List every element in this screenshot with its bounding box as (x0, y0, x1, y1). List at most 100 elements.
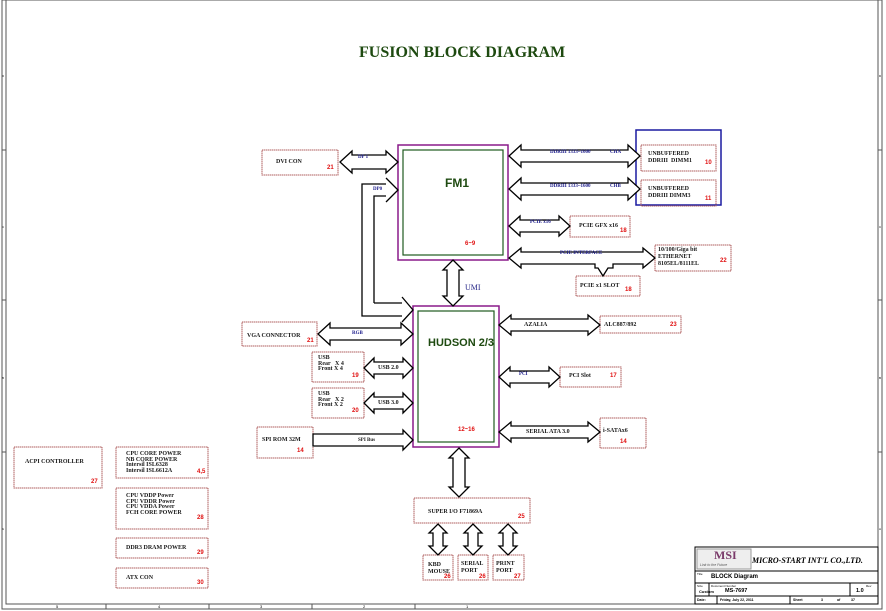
rgb-label: RGB (352, 331, 363, 336)
spi-rom-page: 14 (297, 448, 304, 454)
component-boxes (13, 144, 732, 589)
umi-bus-arrow (441, 259, 465, 307)
pcie-gfx-page: 18 (620, 228, 627, 234)
usb30-bus-arrow (363, 391, 414, 415)
pci-label: PCI (519, 372, 528, 377)
print-bus-arrow (497, 523, 519, 556)
pcie-x1-page: 18 (625, 287, 632, 293)
super-io-label: SUPER I/O F71869A (428, 509, 483, 515)
pcie-x1-box[interactable] (575, 275, 641, 297)
spi-bus-arrow (312, 428, 414, 452)
sata-page: 14 (620, 439, 627, 445)
super-io-box[interactable] (413, 497, 531, 524)
rev-value: 1.0 (856, 588, 864, 594)
acpi-page: 27 (91, 479, 98, 485)
alc-page: 23 (670, 322, 677, 328)
usb30-label-block: USB Rear X 2 Front X 2 (318, 391, 344, 408)
vga-box[interactable] (241, 321, 318, 347)
pcie-x16-label: PCIE x16 (530, 220, 551, 225)
doc-number: MS-7697 (725, 588, 748, 594)
pci-bus-arrow (498, 365, 561, 389)
ethernet-page: 22 (720, 258, 727, 264)
border-row-d-right: D (879, 74, 882, 78)
pci-slot-page: 17 (610, 373, 617, 379)
vga-page: 21 (307, 338, 314, 344)
azalia-label: AZALIA (524, 322, 548, 328)
atx-con-box[interactable] (115, 567, 209, 589)
dimm1-box[interactable] (640, 144, 717, 172)
msi-tagline: Link to the Future (700, 563, 728, 567)
dp0-to-hudson-arrow (361, 296, 414, 323)
dvi-con-box[interactable] (261, 149, 339, 176)
pcie-interface-bus-arrow (507, 246, 657, 278)
vga-label: VGA CONNECTOR (247, 333, 301, 339)
chb-bus-arrow (508, 176, 641, 202)
doc-number-label: Document Number (711, 584, 737, 588)
hudson-page-number: 12~16 (458, 427, 475, 433)
spi-bus-label: SPI Bus (358, 438, 376, 443)
acpi-label: ACPI CONTROLLER (25, 459, 84, 465)
diagram-title: FUSION BLOCK DIAGRAM (359, 44, 566, 61)
super-io-page: 25 (518, 514, 525, 520)
size-field-label: Size (697, 584, 703, 588)
sata-label: SERIAL ATA 3.0 (526, 429, 570, 435)
pcie-x1-label: PCIE x1 SLOT (580, 283, 620, 289)
of-label: of (837, 598, 841, 602)
ddr3-power-page: 29 (197, 550, 204, 556)
dvi-con-label: DVI CON (276, 159, 302, 165)
usb20-bus-arrow (363, 356, 414, 380)
print-page: 27 (514, 574, 521, 580)
border-column-1: 1 (466, 604, 469, 609)
usb30-page: 20 (352, 408, 359, 414)
umi-label: UMI (465, 283, 481, 292)
acpi-box[interactable] (13, 446, 103, 489)
vddp-power-label: CPU VDDP Power CPU VDDR Power CPU VDDA P… (126, 493, 182, 516)
chb-channel-label: CHB (610, 184, 621, 189)
dimm1-label: UNBUFFERED DDRIII DIMM1 (648, 151, 692, 164)
border-column-3: 3 (260, 604, 263, 609)
vddp-power-box[interactable] (115, 487, 209, 530)
dp0-bus-arrow (361, 177, 399, 306)
dvi-con-page: 21 (327, 165, 334, 171)
cpu-core-power-box[interactable] (115, 446, 209, 479)
serial-bus-arrow (462, 523, 484, 556)
pci-slot-label: PCI Slot (569, 373, 591, 379)
cha-channel-label: CHA (610, 150, 622, 155)
serial-label: SERIAL PORT (461, 561, 484, 574)
dp1-bus-arrow (339, 149, 399, 175)
dp0-label: DP0 (373, 187, 383, 192)
border-column-5: 5 (56, 604, 59, 609)
company-name: MICRO-START INT'L CO.,LTD. (752, 556, 863, 565)
chb-speed-label: DDRIII 1333~1600 (550, 184, 591, 189)
border-row-d-left: D (2, 74, 5, 78)
sheets-total: 37 (851, 598, 855, 602)
cha-speed-label: DDRIII 1333~1600 (550, 150, 591, 155)
ethernet-label: 10/100/Giga bit ETHERNET 8105EL/8111EL (658, 247, 700, 267)
usb20-box[interactable] (311, 351, 365, 383)
rev-label: Rev (866, 584, 872, 588)
lpc-bus-arrow (447, 447, 471, 498)
border-row-c-right: C (879, 225, 882, 229)
dimm3-box[interactable] (640, 179, 717, 207)
alc-label: ALC887/892 (604, 322, 637, 328)
title-field-label: Title (697, 572, 703, 576)
usb20-label-block: USB Rear X 4 Front X 4 (318, 355, 344, 372)
sheet-title: BLOCK Diagram (711, 574, 759, 580)
ddr3-power-box[interactable] (115, 537, 209, 559)
kbd-page: 26 (444, 574, 451, 580)
msi-logo: MSI (714, 548, 737, 562)
border-row-b-left: B (2, 376, 5, 380)
fm1-label: FM1 (445, 176, 469, 190)
print-label: PRINT PORT (496, 561, 515, 574)
size-value: Custom (699, 589, 714, 594)
border-column-2: 2 (363, 604, 366, 609)
sata-box[interactable] (599, 417, 647, 449)
usb30-label: USB 3.0 (378, 400, 399, 406)
dp1-label: DP 1 (358, 155, 369, 160)
border-row-b-right: B (879, 376, 882, 380)
border-row-a-left: A (2, 527, 5, 531)
title-block (694, 546, 879, 605)
dimm3-page: 11 (705, 196, 712, 202)
date-value: Friday, July 22, 2011 (720, 598, 754, 602)
hudson-chip (412, 305, 500, 448)
